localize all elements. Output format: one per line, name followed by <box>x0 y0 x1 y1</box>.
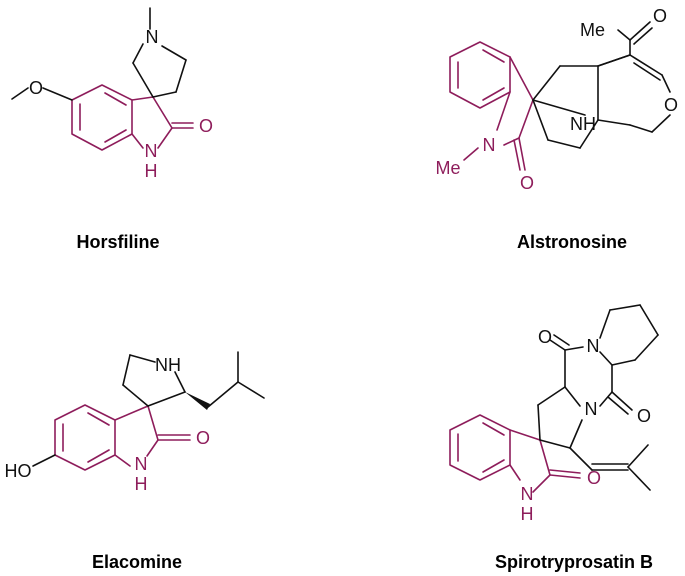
elacomine-caption: Elacomine <box>92 552 182 572</box>
alstronosine-o-pyran: O <box>664 95 678 115</box>
horsfiline-nh-n: N <box>145 141 158 161</box>
horsfiline-o-methoxy: O <box>29 78 43 98</box>
elacomine-nh-h: H <box>135 474 148 494</box>
horsfiline-n-methyl: N <box>146 27 159 47</box>
spirotryprosatin-n-mid: N <box>585 399 598 419</box>
elacomine-ho: HO <box>5 461 32 481</box>
alstronosine-nh-bridge: NH <box>570 114 596 134</box>
spirotryprosatin-o-carbonyl: O <box>587 468 601 488</box>
elacomine-o-carbonyl: O <box>196 428 210 448</box>
alstronosine-structure: Me O O NH N Me O <box>435 6 678 193</box>
elacomine-nh-n: N <box>135 454 148 474</box>
alstronosine-o-acetyl: O <box>653 6 667 26</box>
spirotryprosatin-o-right: O <box>637 406 651 426</box>
spirotryprosatin-o-top: O <box>538 327 552 347</box>
alstronosine-me-acetyl: Me <box>580 20 605 40</box>
alstronosine-o-carbonyl: O <box>520 173 534 193</box>
elacomine-structure: NH HO O N H <box>5 351 265 494</box>
spirotryprosatin-n-top: N <box>587 336 600 356</box>
horsfiline-caption: Horsfiline <box>76 232 159 252</box>
spirotryprosatin-nh-n: N <box>521 484 534 504</box>
horsfiline-nh-h: H <box>145 161 158 181</box>
alstronosine-n-indole: N <box>483 135 496 155</box>
spirotryprosatin-structure: O N N O O N H <box>449 304 659 524</box>
alstronosine-caption: Alstronosine <box>517 232 627 252</box>
horsfiline-structure: N O O N H <box>11 7 213 181</box>
spirotryprosatin-nh-h: H <box>521 504 534 524</box>
horsfiline-o-carbonyl: O <box>199 116 213 136</box>
spirotryprosatin-caption: Spirotryprosatin B <box>495 552 653 572</box>
elacomine-nh-pyrrolidine: NH <box>155 355 181 375</box>
alstronosine-me-n: Me <box>435 158 460 178</box>
